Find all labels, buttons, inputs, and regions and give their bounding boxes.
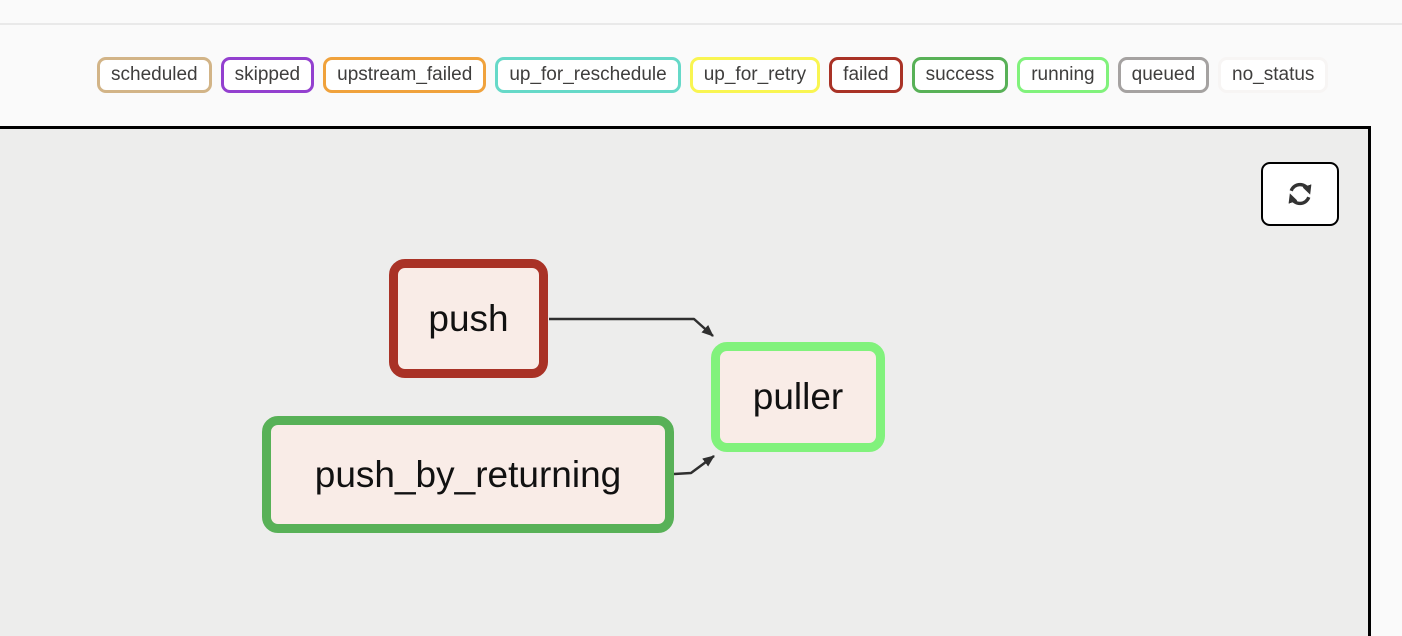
edge-push-to-puller [549,317,714,337]
task-state-legend: scheduled skipped upstream_failed up_for… [0,25,1402,124]
dag-edges [549,317,715,476]
task-node-label: push [428,297,509,339]
refresh-icon [1288,182,1312,206]
task-node-push-by-returning[interactable]: push_by_returning [262,416,674,533]
task-node-puller[interactable]: puller [711,342,885,452]
edge-push-by-returning-to-puller [673,454,715,476]
dag-graph-canvas[interactable]: push puller push_by_returning [0,126,1371,636]
legend-badge-skipped: skipped [220,56,315,93]
task-node-label: push_by_returning [314,453,622,495]
top-bar [0,0,1402,25]
task-node-label: puller [752,376,844,417]
refresh-button[interactable] [1261,162,1339,226]
task-node-push[interactable]: push [389,259,548,378]
legend-badge-queued: queued [1117,56,1210,93]
legend-badge-running: running [1017,56,1109,93]
legend-badge-scheduled: scheduled [97,56,212,93]
legend-badge-no-status: no_status [1218,56,1329,93]
legend-badge-failed: failed [829,56,903,93]
legend-badge-up-for-reschedule: up_for_reschedule [495,56,681,93]
legend-badge-upstream-failed: upstream_failed [323,56,487,93]
legend-badge-success: success [911,56,1009,93]
legend-badge-up-for-retry: up_for_retry [689,56,821,93]
